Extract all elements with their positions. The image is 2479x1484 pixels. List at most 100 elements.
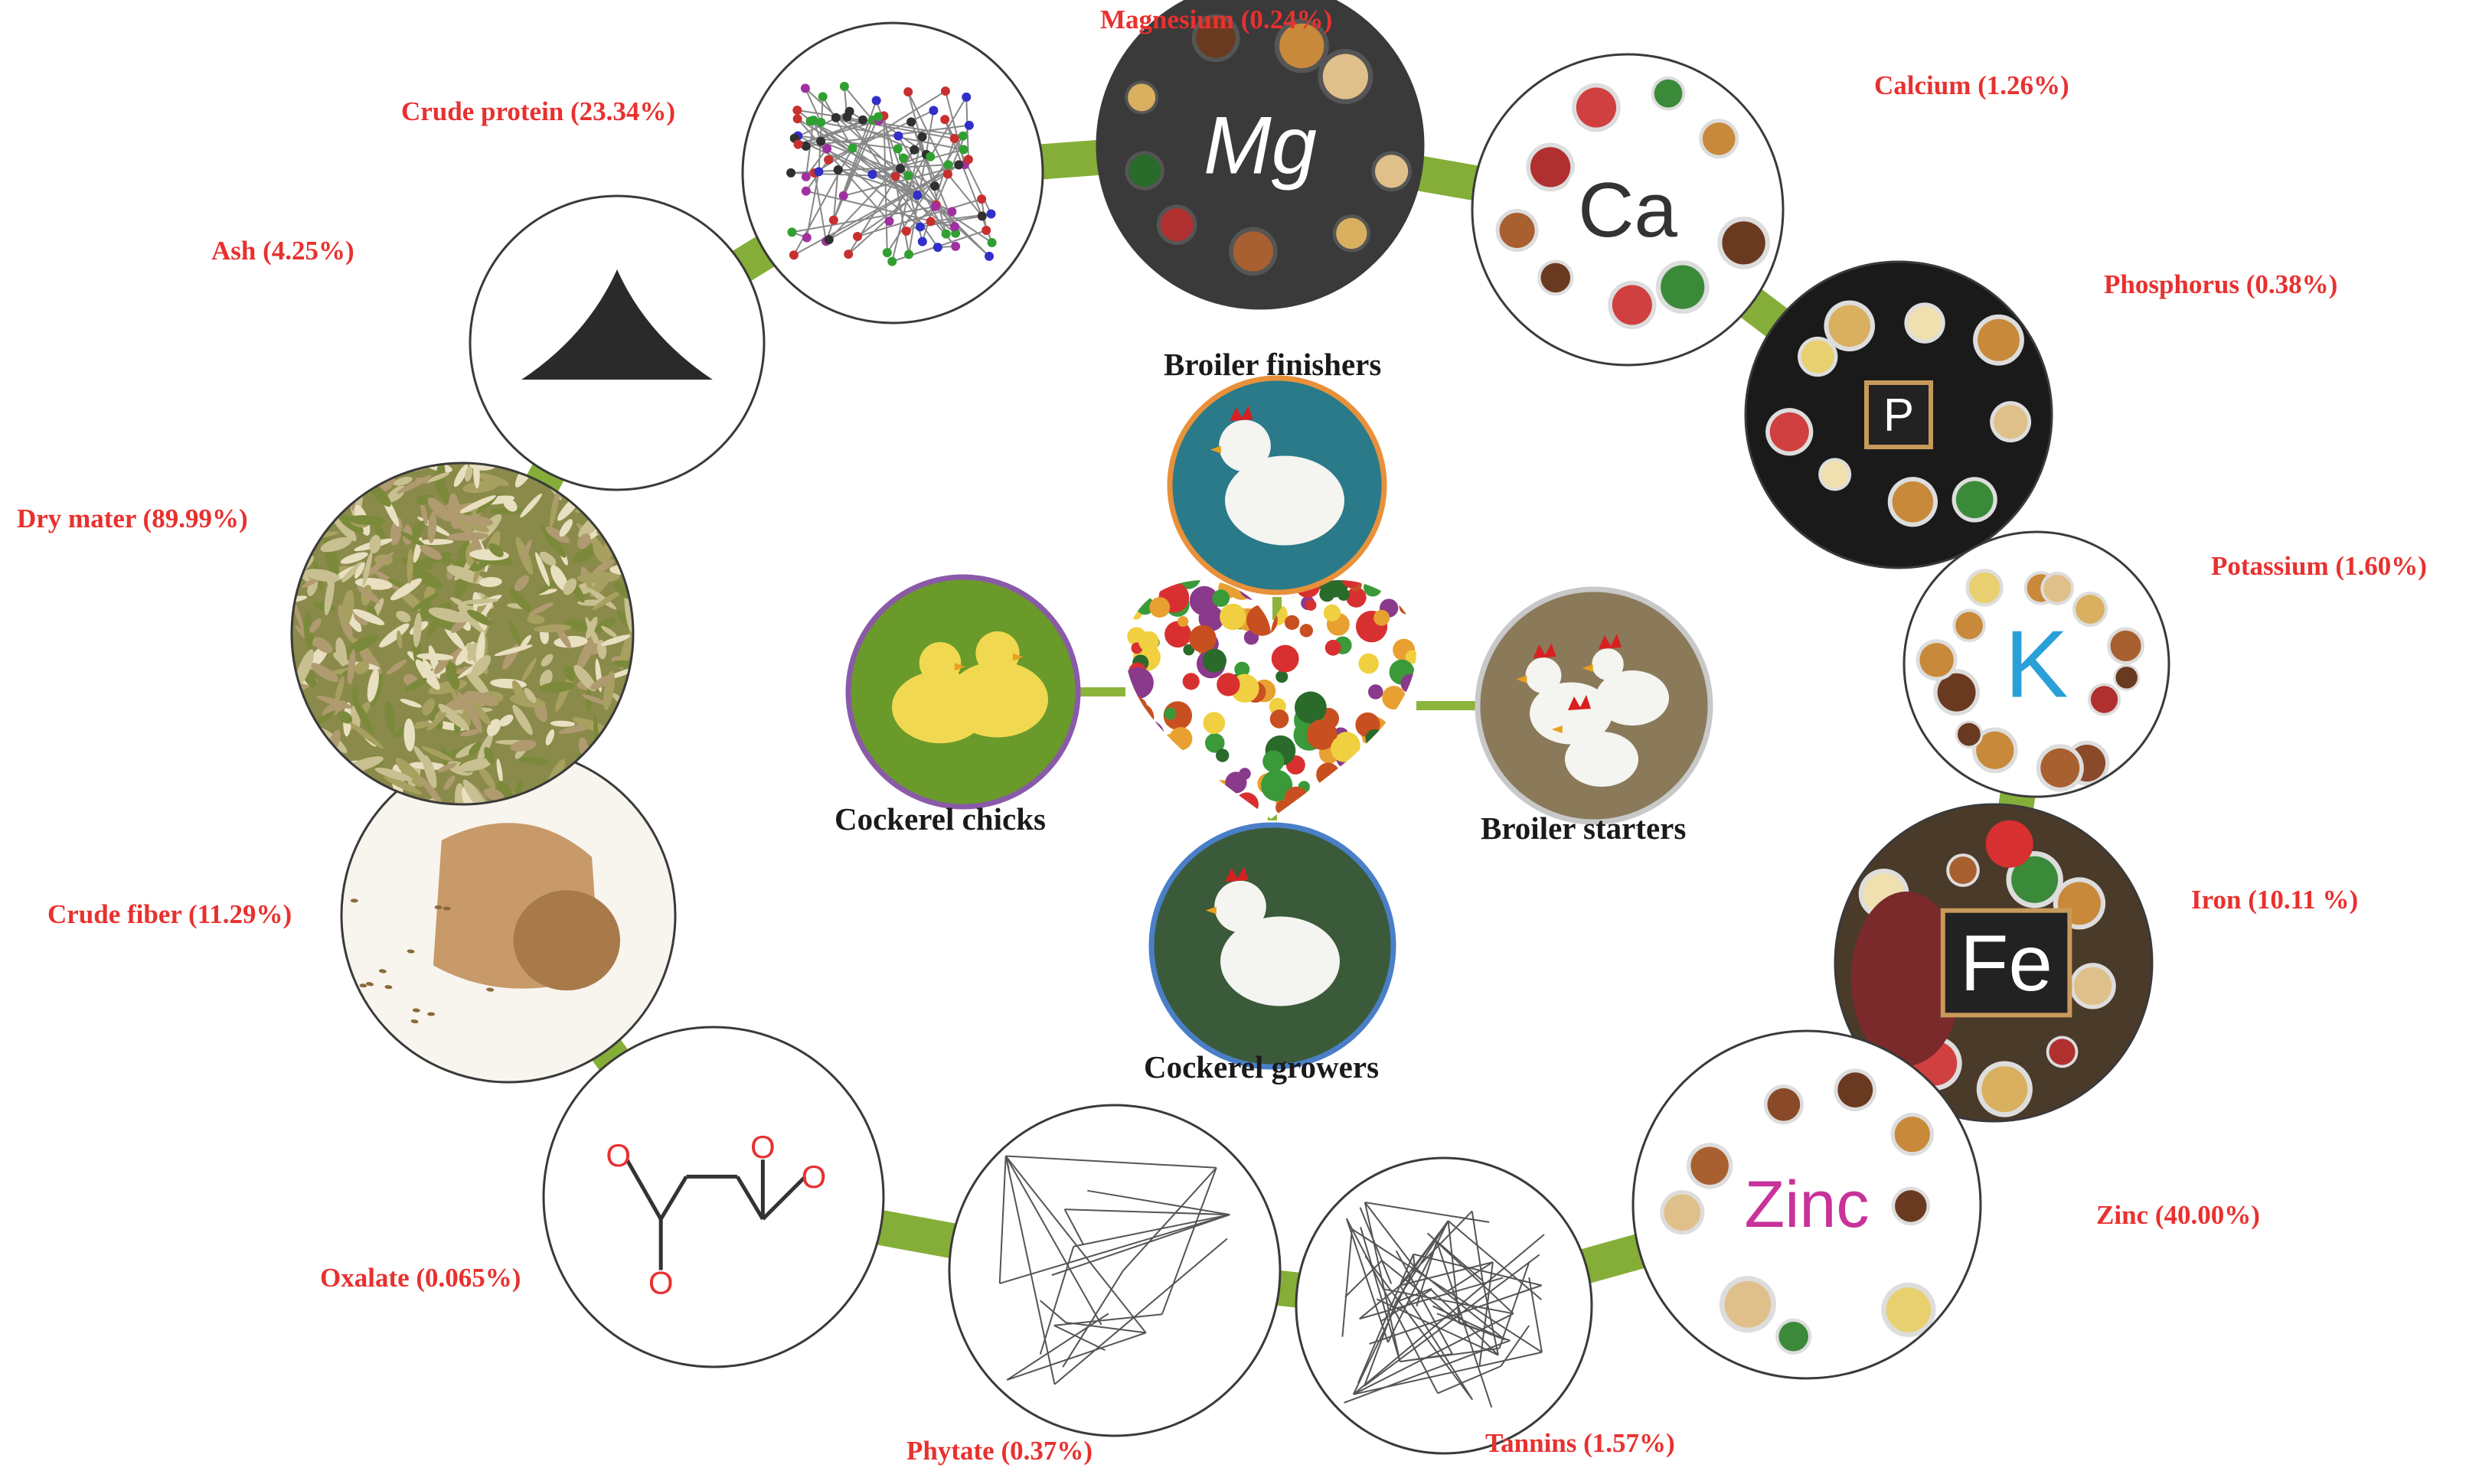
atom [906,117,916,127]
bond [999,1214,1230,1284]
leaf-flake [348,515,385,525]
leaf-flake [292,722,320,730]
atom [814,167,824,177]
broiler-finishers-label: Broiler finishers [1164,347,1382,382]
leaf-flake [466,700,482,733]
seed [118,1062,126,1068]
bond [821,121,964,151]
atom [987,237,997,247]
atom [831,113,841,122]
seed [316,953,325,958]
atom [824,155,834,165]
oxygen-atom: O [750,1129,776,1165]
vegetable-piece [1331,735,1358,762]
food-pile [2073,967,2112,1006]
bond [1360,1226,1401,1362]
bird-head [1525,657,1562,693]
bond [947,173,983,217]
atom [824,235,834,245]
leaf-flake [419,776,443,804]
bond [1087,1189,1230,1216]
leaf-flake [292,720,307,741]
leaf-flake [577,533,591,550]
leaf-flake [559,519,573,537]
bond [1053,1313,1163,1326]
food-pile [1612,285,1652,325]
atom [977,194,987,204]
leaf-flake [397,630,403,649]
leaf-flake [599,738,609,755]
leaf-flake [566,618,592,632]
bond [1399,1220,1449,1287]
atom [985,251,995,261]
bird-head [1561,709,1593,742]
atom [913,190,923,200]
bond [1062,1270,1124,1368]
symbol-backdrop [1191,77,1329,214]
leaf-flake [484,747,495,765]
leaf-flake [396,611,411,623]
seed [412,1008,420,1013]
bird-body [1596,670,1669,726]
leaf-flake [625,511,633,529]
leaf-flake [341,562,363,582]
leaf-flake [313,637,333,654]
food-pile [2049,1039,2076,1065]
leaf-flake [295,649,314,687]
leaf-flake [338,514,364,533]
vegetable-piece [1341,791,1370,819]
vegetable-piece [1138,631,1159,652]
vegetable-piece [1204,732,1225,753]
atom [929,106,939,116]
food-pile [1128,155,1161,188]
bond [1063,1208,1084,1245]
atom [932,243,942,253]
leaf-flake [342,463,358,490]
bond [1353,1234,1545,1395]
leaf-flake [395,758,423,788]
bond [1351,1228,1543,1353]
bond [886,135,964,253]
vegetable-piece [1295,691,1327,724]
bond [625,1158,663,1221]
leaf-flake [426,712,446,731]
leaf-flake [499,714,514,727]
vegetable-piece [1399,598,1416,615]
leaf-flake [421,746,453,762]
food-pile [1801,340,1834,373]
leaf-flake [312,466,351,484]
atom [964,120,974,130]
leaf-flake [545,526,570,543]
bond [1500,1325,1530,1367]
bond [814,90,946,174]
ash-pile [521,269,713,380]
leaf-flake [292,504,311,518]
bond [1064,1208,1230,1216]
bond [832,116,880,221]
leaf-flake [319,789,332,803]
bond [900,168,990,257]
leaf-flake [341,589,354,627]
food-pile [1821,461,1849,488]
bond [1344,1339,1511,1404]
food-pile [1895,1190,1927,1222]
vegetable-piece [1147,742,1164,760]
atom [949,134,959,144]
leaf-flake [496,758,503,784]
leaf-flake [497,781,514,802]
atom [954,160,964,170]
seed [345,1037,353,1042]
vegetable-piece [1197,777,1222,803]
seed [122,1114,130,1120]
bond [1357,1254,1415,1384]
vegetable-piece [1217,673,1240,696]
leaf-flake [572,717,612,735]
calcium-symbol: Ca [1578,166,1677,253]
bond [903,157,947,235]
seed [407,949,415,954]
atom [941,229,951,239]
leaf-flake [453,464,469,488]
leaf-flake [555,625,571,649]
vegetable-piece [1225,771,1247,794]
